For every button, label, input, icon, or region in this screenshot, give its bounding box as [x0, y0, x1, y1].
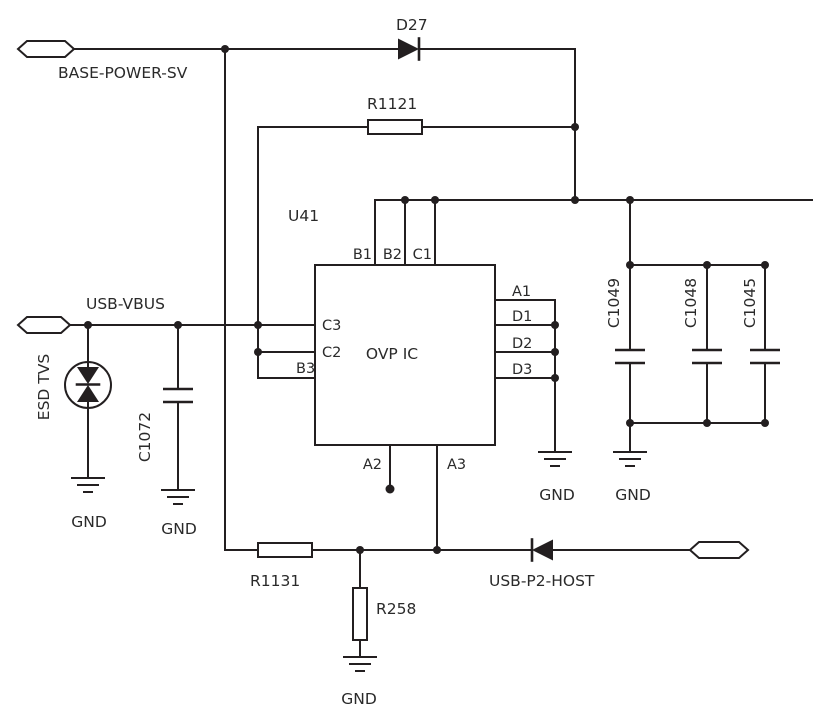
ic-function-label: OVP IC: [366, 345, 418, 363]
gnd-symbol-caps: [613, 451, 647, 467]
ref-label-c1049: C1049: [605, 278, 623, 328]
resistor-r1131: [257, 542, 313, 558]
ref-label-esd-tvs: ESD TVS: [35, 354, 53, 420]
port-usb-p2-host: [688, 541, 750, 559]
ref-label-d27: D27: [396, 16, 428, 34]
pin-label-d2: D2: [512, 336, 532, 352]
pin-label-a3: A3: [447, 457, 466, 473]
ref-label-r258: R258: [376, 600, 416, 618]
pin-label-a2: A2: [363, 457, 382, 473]
capacitor-c1045: [750, 348, 780, 365]
pin-label-a1: A1: [512, 284, 531, 300]
ref-label-u41: U41: [288, 207, 319, 225]
port-usb-vbus: [16, 316, 72, 334]
pin-label-b3: B3: [296, 361, 315, 377]
gnd-symbol-esd: [71, 477, 105, 493]
capacitor-c1048: [692, 348, 722, 365]
a2-stub-endpoint-dot: [385, 484, 395, 494]
pin-label-d1: D1: [512, 309, 532, 325]
pin-label-d3: D3: [512, 362, 532, 378]
junction-dots: [84, 45, 769, 554]
gnd-label-caps: GND: [615, 486, 651, 504]
gnd-symbol-r258: [343, 656, 377, 672]
gnd-label-pin-chain: GND: [539, 486, 575, 504]
net-usb-vbus-wires: [69, 324, 316, 491]
gnd-label-esd: GND: [71, 513, 107, 531]
resistor-r1121: [367, 119, 423, 135]
net-label-usb-vbus: USB-VBUS: [86, 295, 165, 313]
capacitor-c1072: [163, 387, 193, 404]
pin-label-c3: C3: [322, 318, 341, 334]
port-label-base-power-sv: BASE-POWER-SV: [58, 64, 188, 82]
capacitor-c1049: [615, 348, 645, 365]
diode-usb-p2-host: [530, 538, 553, 562]
port-base-power-sv: [16, 40, 76, 58]
net-bottom-wires: [224, 444, 691, 658]
pin-label-c1: C1: [413, 247, 432, 263]
net-capacitor-bank-wires: [629, 199, 766, 453]
ic-u41-body: [314, 264, 496, 446]
ref-label-c1072: C1072: [136, 412, 154, 462]
gnd-symbol-pin-chain: [538, 451, 572, 467]
pin-label-b2: B2: [383, 247, 402, 263]
gnd-symbol-c1072: [161, 489, 195, 505]
ref-label-r1131: R1131: [250, 572, 300, 590]
ref-label-c1045: C1045: [741, 278, 759, 328]
net-top-rail-wires: [374, 199, 813, 266]
port-label-usb-p2-host: USB-P2-HOST: [489, 572, 595, 590]
gnd-label-r258: GND: [341, 690, 377, 708]
pin-label-c2: C2: [322, 345, 341, 361]
ref-label-c1048: C1048: [682, 278, 700, 328]
gnd-label-c1072: GND: [161, 520, 197, 538]
diode-d27: [398, 37, 421, 61]
ref-label-r1121: R1121: [367, 95, 417, 113]
pin-label-b1: B1: [353, 247, 372, 263]
esd-tvs-diode: [64, 361, 112, 409]
net-r1121-wires: [257, 126, 576, 379]
resistor-r258: [352, 587, 368, 641]
